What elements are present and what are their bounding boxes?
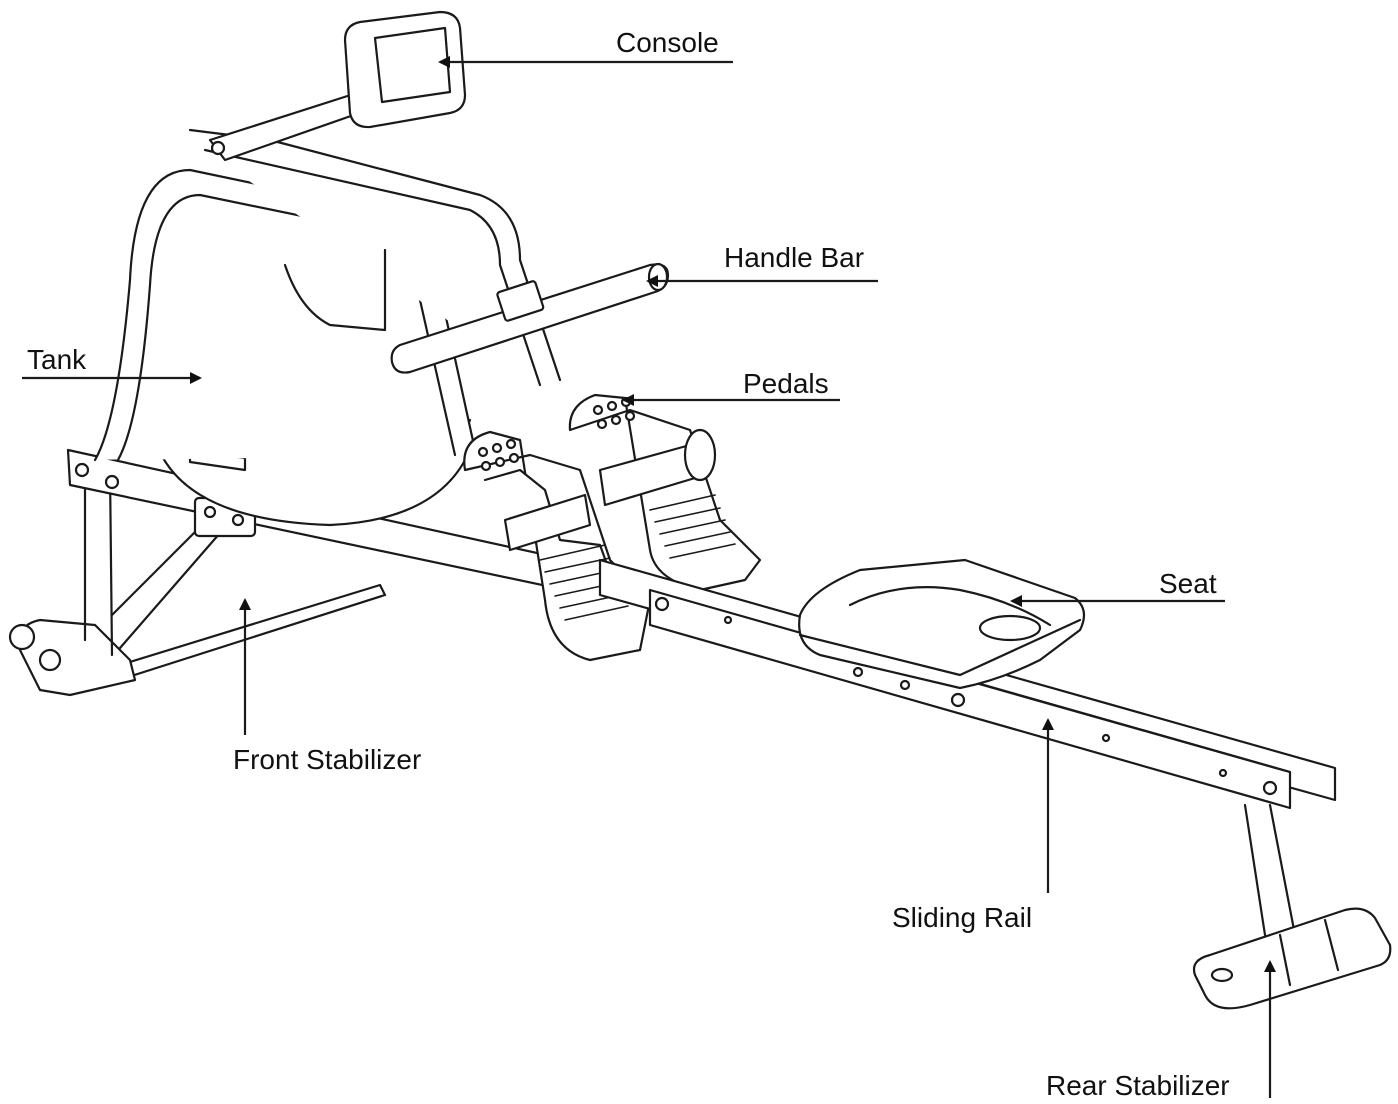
console-part	[208, 10, 467, 162]
rowing-machine-drawing	[8, 10, 1392, 1010]
seat-label: Seat	[1159, 568, 1217, 599]
upright-frame	[93, 128, 562, 462]
tank-label: Tank	[27, 344, 87, 375]
front-stabilizer-part	[8, 468, 387, 697]
console-label: Console	[616, 27, 719, 58]
leader-lines	[22, 56, 1276, 1098]
seat-part	[798, 558, 1086, 690]
front-stabilizer-label: Front Stabilizer	[233, 744, 422, 775]
pedals-part	[463, 393, 762, 662]
handle-bar-label: Handle Bar	[724, 242, 865, 273]
pedals-label: Pedals	[743, 368, 829, 399]
rear-stabilizer-label: Rear Stabilizer	[1046, 1070, 1230, 1101]
rear-stabilizer-part	[1192, 803, 1392, 1010]
sliding-rail-label: Sliding Rail	[892, 902, 1033, 933]
